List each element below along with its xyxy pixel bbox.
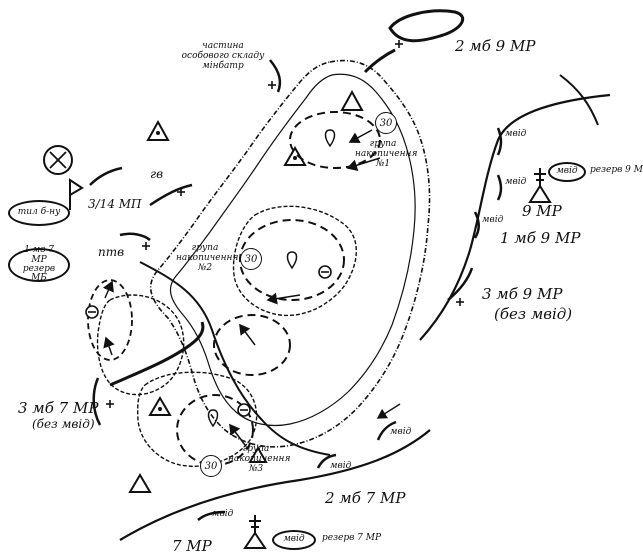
- arrow-5: [229, 423, 246, 446]
- label-ptv: птв: [98, 245, 125, 259]
- mvid-label: мвід: [330, 461, 352, 471]
- pin-markers: [207, 129, 336, 428]
- label-9mr: 9 МР: [522, 202, 562, 220]
- os-symbol-mark: [49, 151, 67, 169]
- cross-markers: [106, 40, 464, 408]
- arrow-2: [266, 292, 301, 305]
- label-2mb-7mr: 2 мб 7 МР: [325, 489, 406, 507]
- arc-mvid-b1: [376, 420, 397, 441]
- group-1-label: група накопичення №1: [355, 139, 418, 169]
- arrow-group-3: [376, 403, 401, 419]
- mvid-label: мвід: [482, 215, 504, 225]
- mvid-label: мвід: [505, 129, 527, 139]
- arc-mvid-right3: [473, 211, 480, 239]
- label-3mb-7mr-note: (без мвід): [32, 417, 95, 431]
- hatched-line-top: [363, 48, 396, 74]
- arrow-3: [346, 157, 381, 172]
- reserve-mb-oval: 1 мв 7 МР резерв МБ: [8, 245, 70, 283]
- arc-314: [89, 166, 123, 186]
- inner-contour-left: [96, 294, 185, 396]
- label-3mb-9mr: 3 мб 9 МР: [482, 285, 563, 303]
- arc-mb7-3: [92, 377, 102, 426]
- arc-mb9-3: [447, 267, 474, 301]
- mvid-label: мвід: [390, 427, 412, 437]
- area-left: [87, 279, 133, 361]
- label-3-14-mp: 3/14 МП: [88, 197, 142, 211]
- label-3mb-7mr: 3 мб 7 МР: [18, 399, 99, 417]
- cp-icon-7mr: [243, 515, 267, 549]
- arc-gv: [149, 183, 193, 207]
- group-2-label: група накопичення №2: [176, 243, 239, 273]
- triangle-dots: [156, 131, 297, 411]
- road: [139, 261, 331, 456]
- mvid-label: мвід: [212, 509, 234, 519]
- reserve7-oval: мвід: [272, 530, 316, 550]
- tyl-oval: тил б-ну: [8, 200, 70, 226]
- front-bottom: [119, 429, 431, 541]
- top-blob: [388, 9, 465, 43]
- outer-boundary: [149, 59, 431, 448]
- group-3-label: група накопичення №3: [228, 444, 291, 474]
- hatched-line-left: [109, 321, 205, 387]
- label-1mb-9mr: 1 мб 9 МР: [500, 229, 581, 247]
- arrow-6: [102, 280, 114, 299]
- label-gv: гв: [150, 167, 164, 181]
- arc-ptv: [119, 232, 151, 242]
- triangle-icons: [128, 89, 364, 493]
- arrow-1: [348, 129, 373, 143]
- inner-contour-3: [136, 371, 258, 467]
- group-2-marker: 30: [240, 248, 262, 270]
- inner-contour-2: [232, 205, 357, 317]
- arc-top-left: [269, 59, 282, 93]
- label-3mb-9mr-note: (без мвід): [494, 305, 573, 323]
- arrow-4: [239, 323, 256, 346]
- front-right-2: [559, 74, 599, 126]
- reserve9-label: резерв 9 МР: [590, 165, 643, 175]
- arc-mvid-right2: [496, 174, 503, 201]
- label-2mb-9mr: 2 мб 9 МР: [455, 37, 536, 55]
- os-symbol: [43, 145, 73, 175]
- area-4: [213, 314, 291, 376]
- group-1-marker: 30: [375, 112, 397, 134]
- arc-mvid-b3: [197, 510, 226, 521]
- area-1: [289, 111, 381, 169]
- reserve9-oval: мвід: [548, 162, 586, 182]
- arc-mvid-right1: [496, 127, 503, 156]
- arrow-7: [103, 336, 115, 356]
- label-special-staff: частина особового складу мінбатр: [181, 41, 265, 71]
- cp-icon-9mr: [528, 168, 552, 203]
- flag-icon: [69, 178, 84, 197]
- arc-mvid-b2: [316, 453, 337, 469]
- reserve7-label: резерв 7 МР: [322, 533, 382, 543]
- label-7mr: 7 МР: [172, 537, 212, 555]
- group-3-marker: 30: [200, 455, 222, 477]
- mvid-label: мвід: [505, 177, 527, 187]
